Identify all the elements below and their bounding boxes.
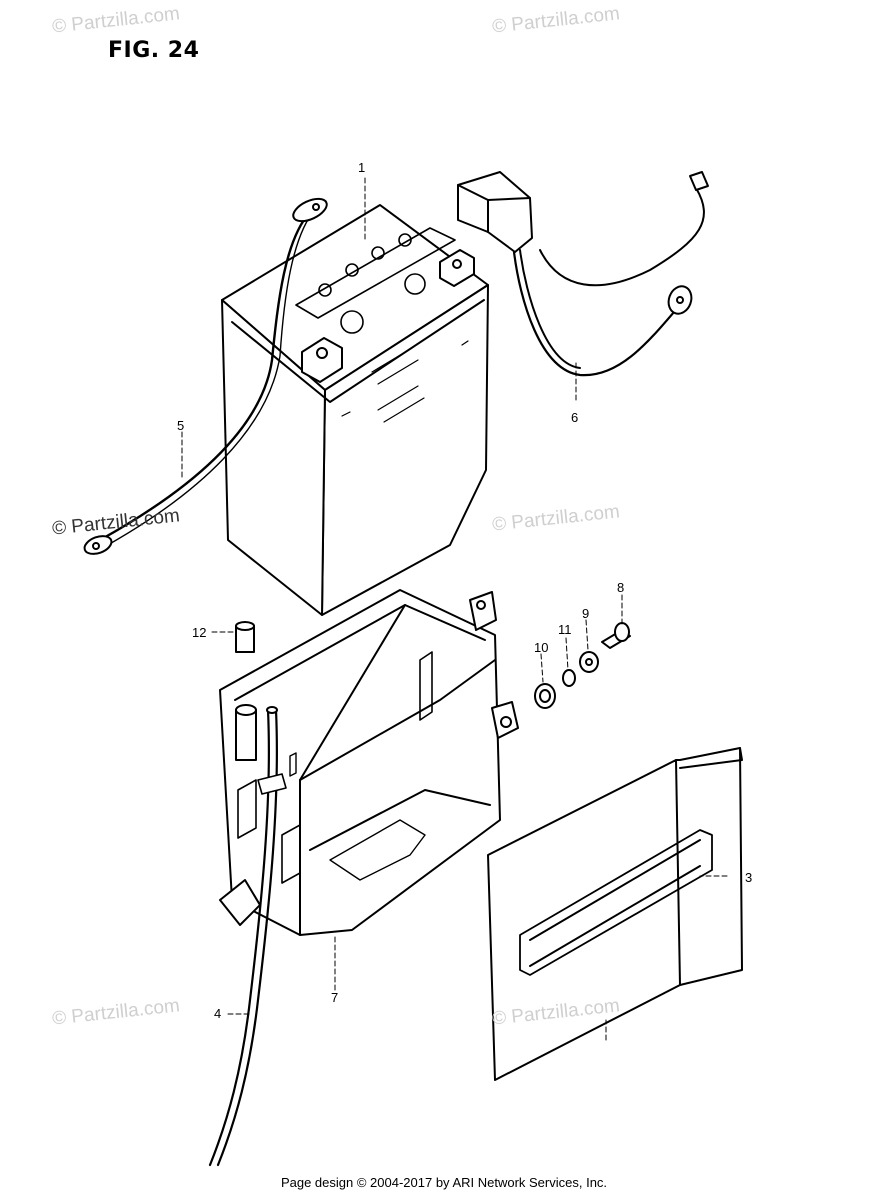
- callout-7: 7: [331, 990, 339, 1005]
- battery: [221, 204, 489, 616]
- hardware: [534, 622, 631, 709]
- callout-6: 6: [571, 410, 579, 425]
- leader-lines: [181, 177, 728, 1041]
- callout-5: 5: [177, 418, 185, 433]
- callout-10: 10: [534, 640, 549, 655]
- battery-cable-negative: [83, 197, 328, 555]
- battery-cover: [487, 747, 743, 1081]
- callout-8: 8: [617, 580, 625, 595]
- callout-3: 3: [745, 870, 753, 885]
- callout-9: 9: [582, 606, 590, 621]
- callout-1: 1: [358, 160, 366, 175]
- battery-cable-positive: [457, 171, 709, 377]
- cap: [235, 621, 257, 761]
- breather-hose: [208, 706, 287, 1167]
- figure-title: FIG. 24: [108, 38, 200, 63]
- callout-4: 4: [214, 1006, 222, 1021]
- battery-case: [219, 589, 519, 936]
- callout-11: 11: [558, 622, 572, 637]
- footer-copyright: Page design © 2004-2017 by ARI Network S…: [280, 1175, 608, 1190]
- callout-12: 12: [192, 625, 207, 640]
